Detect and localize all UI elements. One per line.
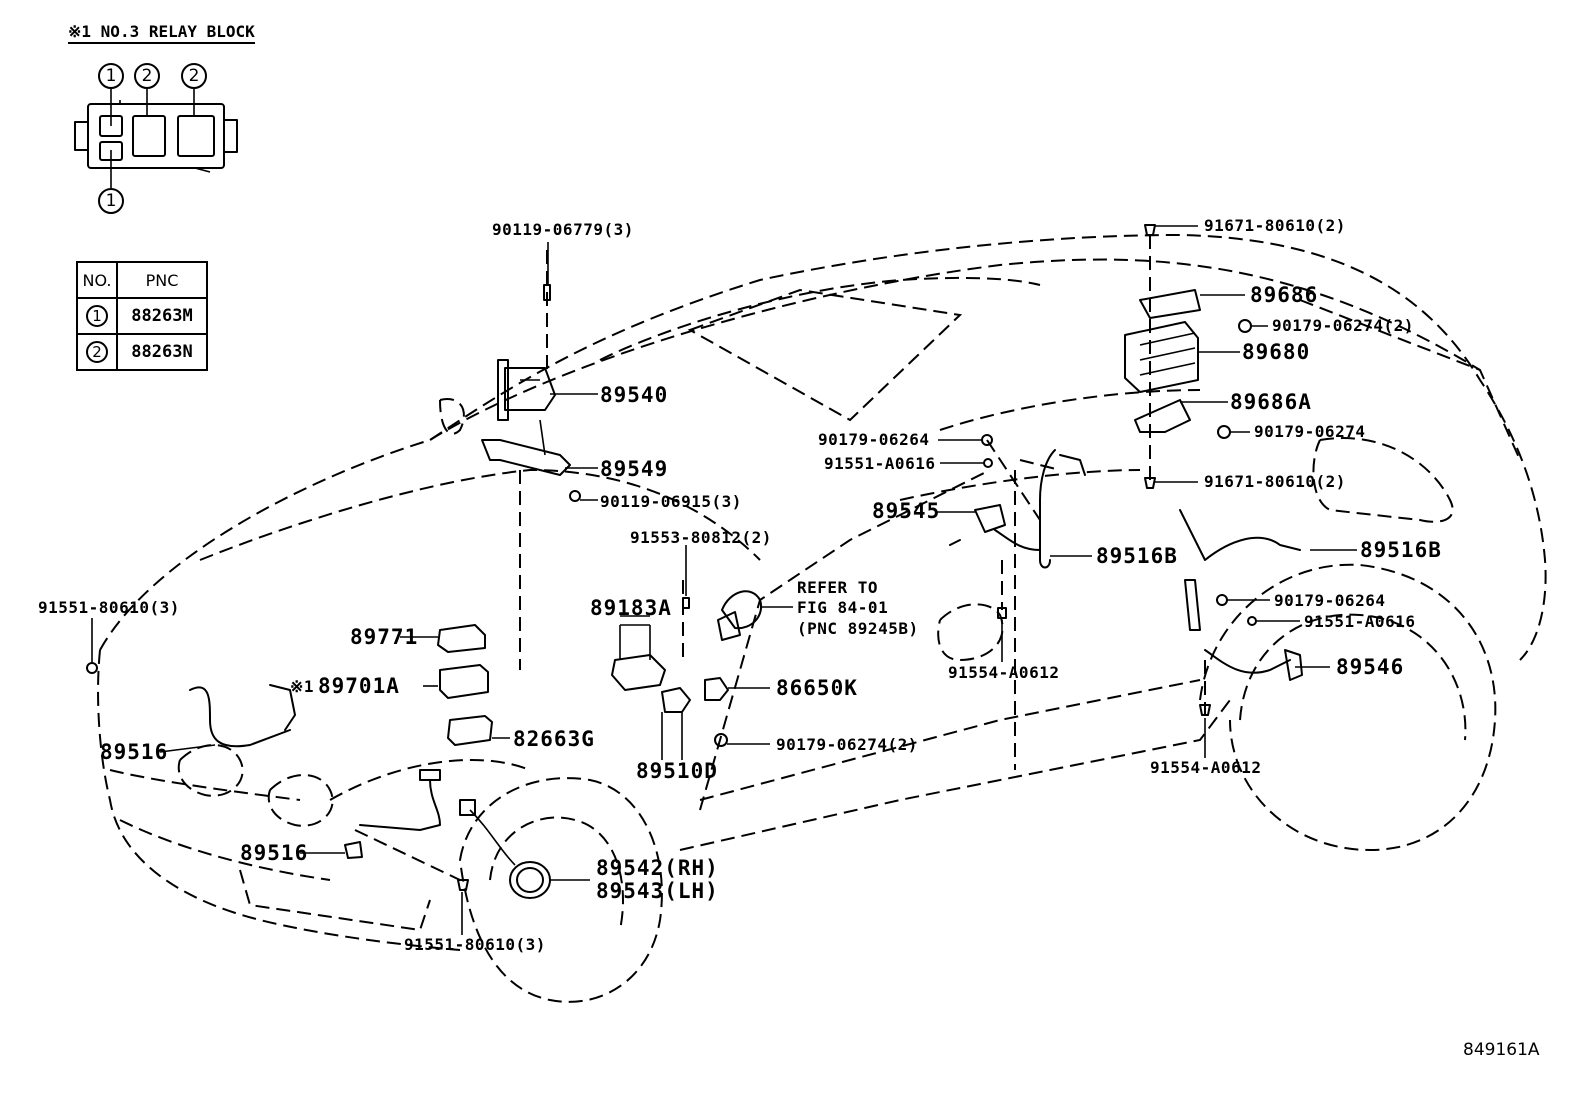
part-89542-horn <box>469 809 551 899</box>
figure-number: 849161A <box>1463 1040 1540 1060</box>
part-89516B-harness <box>1039 449 1301 631</box>
part-89771-relay <box>437 624 486 653</box>
part-89686-bracket <box>1134 289 1201 433</box>
table-header-row: NO. PNC <box>76 261 208 299</box>
label-89516B-rear: 89516B <box>1360 538 1442 562</box>
label-89686: 89686 <box>1250 283 1319 307</box>
part-89516-front-harness <box>189 684 476 859</box>
label-89516-left: 89516 <box>100 740 169 764</box>
label-89701A-mark: ※1 <box>290 677 315 696</box>
label-86650K: 86650K <box>776 676 858 700</box>
row-pnc: 88263M <box>116 297 208 335</box>
label-91671-80610-top: 91671-80610(2) <box>1204 216 1346 235</box>
relay-slot-callout: 2 <box>181 63 207 89</box>
part-82663G-holder <box>447 715 493 746</box>
table-row: 2 88263N <box>76 333 208 371</box>
part-89701A-relay <box>439 664 489 699</box>
label-89549: 89549 <box>600 457 669 481</box>
installation-guide-lines <box>354 235 1206 881</box>
label-90179-06274: 90179-06274 <box>1254 422 1366 441</box>
relay-slot-callout: 1 <box>98 63 124 89</box>
part-89183A-sensor <box>611 624 666 691</box>
label-refer-fig: FIG 84-01 <box>797 598 889 617</box>
label-89516-bumper: 89516 <box>240 841 309 865</box>
label-89516B-center: 89516B <box>1096 544 1178 568</box>
label-91551-A0616-upper: 91551-A0616 <box>824 454 936 473</box>
label-refer-to: REFER TO <box>797 578 879 597</box>
label-91671-80610-bottom: 91671-80610(2) <box>1204 472 1346 491</box>
label-90119-06779: 90119-06779(3) <box>492 220 634 239</box>
label-91554-A0612-rear: 91554-A0612 <box>1150 758 1262 777</box>
car-body-outline <box>97 233 1547 1003</box>
part-89549-bracket <box>481 419 581 502</box>
label-89546: 89546 <box>1336 655 1405 679</box>
relay-slot-callout: 1 <box>98 188 124 214</box>
label-90119-06915: 90119-06915(3) <box>600 492 742 511</box>
label-91551-80610-bumper: 91551-80610(3) <box>404 935 546 954</box>
label-89545: 89545 <box>872 499 941 523</box>
relay-slot-callout: 2 <box>134 63 160 89</box>
row-pnc: 88263N <box>116 333 208 371</box>
label-89543-lh: 89543(LH) <box>596 879 719 903</box>
label-91553-80812: 91553-80812(2) <box>630 528 772 547</box>
label-90179-06264-lower: 90179-06264 <box>1274 591 1386 610</box>
relay-block-drawing <box>74 89 238 188</box>
label-91554-A0612-center: 91554-A0612 <box>948 663 1060 682</box>
label-89540: 89540 <box>600 383 669 407</box>
part-89510D-sensor <box>661 687 691 760</box>
label-90179-06264-upper: 90179-06264 <box>818 430 930 449</box>
label-90179-06274-2-lower: 90179-06274(2) <box>776 735 918 754</box>
label-91551-80610-front: 91551-80610(3) <box>38 598 180 617</box>
label-refer-pnc: (PNC 89245B) <box>797 619 919 638</box>
table-header-no: NO. <box>76 261 118 299</box>
label-89771: 89771 <box>350 625 419 649</box>
part-86650K-bracket <box>704 677 729 747</box>
leader-lines <box>91 225 1357 935</box>
table-header-pnc: PNC <box>116 261 208 299</box>
label-91551-A0616-lower: 91551-A0616 <box>1304 612 1416 631</box>
part-89680-control-unit <box>1124 321 1199 393</box>
part-fasteners <box>86 224 1257 891</box>
table-row: 1 88263M <box>76 297 208 335</box>
row-number: 1 <box>86 305 108 327</box>
label-89701A: 89701A <box>318 674 400 698</box>
label-89686A: 89686A <box>1230 390 1312 414</box>
pnc-table: NO. PNC 1 88263M 2 88263N <box>76 261 208 371</box>
label-89510D: 89510D <box>636 759 718 783</box>
relay-block-title: ※1 NO.3 RELAY BLOCK <box>68 22 255 44</box>
label-82663G: 82663G <box>513 727 595 751</box>
row-number: 2 <box>86 341 108 363</box>
part-89546-sensor <box>1204 649 1303 681</box>
part-horn-reference <box>717 590 763 641</box>
label-89183A: 89183A <box>590 596 672 620</box>
label-90179-06274-2-upper: 90179-06274(2) <box>1272 316 1414 335</box>
label-89680: 89680 <box>1242 340 1311 364</box>
part-89545-sensor <box>949 504 1041 551</box>
label-89542-rh: 89542(RH) <box>596 856 719 880</box>
